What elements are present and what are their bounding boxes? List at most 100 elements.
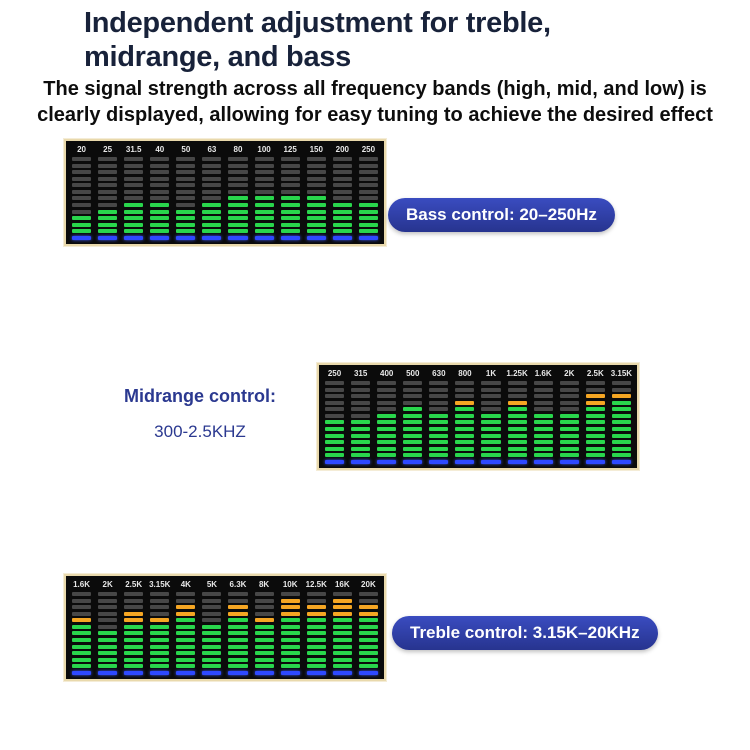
eq-column-250: 250 <box>323 368 346 464</box>
led-green-segment <box>150 664 170 669</box>
led-green-segment <box>455 453 475 458</box>
led-green-segment <box>176 229 196 234</box>
led-off-segment <box>611 387 631 392</box>
eq-column-4K: 4K <box>174 579 197 675</box>
led-green-segment <box>559 446 579 451</box>
led-green-segment <box>176 644 196 649</box>
led-orange-segment <box>280 605 300 610</box>
led-orange-segment <box>455 400 475 405</box>
led-green-segment <box>325 420 345 425</box>
eq-column-315: 315 <box>349 368 372 464</box>
led-off-segment <box>351 394 371 399</box>
led-green-segment <box>98 638 118 643</box>
led-orange-segment <box>228 605 248 610</box>
led-off-segment <box>72 163 92 168</box>
led-green-segment <box>280 618 300 623</box>
led-green-segment <box>481 433 501 438</box>
led-green-segment <box>611 427 631 432</box>
led-off-segment <box>72 203 92 208</box>
led-off-segment <box>377 400 397 405</box>
eq-column-1.6K: 1.6K <box>532 368 555 464</box>
led-green-segment <box>377 433 397 438</box>
led-orange-segment <box>124 611 144 616</box>
led-blue-segment <box>202 670 222 675</box>
led-off-segment <box>358 598 378 603</box>
led-off-segment <box>202 176 222 181</box>
led-green-segment <box>377 440 397 445</box>
led-off-segment <box>481 407 501 412</box>
led-green-segment <box>533 427 553 432</box>
led-green-segment <box>228 618 248 623</box>
led-off-segment <box>280 170 300 175</box>
led-stack <box>375 380 398 464</box>
led-green-segment <box>228 638 248 643</box>
led-green-segment <box>332 222 352 227</box>
led-green-segment <box>306 657 326 662</box>
led-green-segment <box>150 657 170 662</box>
led-off-segment <box>481 400 501 405</box>
led-green-segment <box>351 420 371 425</box>
led-off-segment <box>377 381 397 385</box>
led-green-segment <box>124 657 144 662</box>
led-off-segment <box>351 400 371 405</box>
led-stack <box>349 380 372 464</box>
led-off-segment <box>306 183 326 188</box>
led-off-segment <box>254 605 274 610</box>
led-off-segment <box>507 381 527 385</box>
led-green-segment <box>455 420 475 425</box>
led-green-segment <box>332 229 352 234</box>
led-off-segment <box>429 400 449 405</box>
led-green-segment <box>150 651 170 656</box>
led-off-segment <box>124 157 144 161</box>
led-green-segment <box>254 651 274 656</box>
eq-column-20: 20 <box>70 144 93 240</box>
led-green-segment <box>325 427 345 432</box>
led-green-segment <box>254 664 274 669</box>
led-green-segment <box>507 440 527 445</box>
frequency-label: 80 <box>233 145 243 154</box>
led-green-segment <box>611 407 631 412</box>
led-off-segment <box>533 400 553 405</box>
led-green-segment <box>176 209 196 214</box>
led-orange-segment <box>150 618 170 623</box>
led-green-segment <box>202 216 222 221</box>
led-off-segment <box>150 170 170 175</box>
led-off-segment <box>98 618 118 623</box>
led-off-segment <box>98 611 118 616</box>
led-off-segment <box>585 381 605 385</box>
led-green-segment <box>358 624 378 629</box>
led-green-segment <box>176 664 196 669</box>
led-off-segment <box>332 592 352 596</box>
led-green-segment <box>150 624 170 629</box>
led-green-segment <box>358 229 378 234</box>
frequency-label: 1.6K <box>73 580 90 589</box>
led-blue-segment <box>358 670 378 675</box>
led-green-segment <box>176 651 196 656</box>
led-green-segment <box>403 427 423 432</box>
led-green-segment <box>124 631 144 636</box>
led-green-segment <box>254 624 274 629</box>
led-blue-segment <box>124 235 144 240</box>
frequency-label: 50 <box>181 145 191 154</box>
led-green-segment <box>306 664 326 669</box>
led-orange-segment <box>585 400 605 405</box>
led-orange-segment <box>176 605 196 610</box>
frequency-label: 1K <box>485 369 497 378</box>
led-off-segment <box>280 157 300 161</box>
led-stack <box>357 591 380 675</box>
led-off-segment <box>507 394 527 399</box>
led-off-segment <box>98 196 118 201</box>
led-green-segment <box>176 657 196 662</box>
led-off-segment <box>429 394 449 399</box>
led-off-segment <box>332 189 352 194</box>
led-off-segment <box>150 189 170 194</box>
led-off-segment <box>202 183 222 188</box>
led-off-segment <box>98 163 118 168</box>
led-off-segment <box>124 170 144 175</box>
led-green-segment <box>72 651 92 656</box>
eq-column-800: 800 <box>453 368 476 464</box>
led-off-segment <box>176 163 196 168</box>
led-green-segment <box>481 440 501 445</box>
eq-column-20K: 20K <box>357 579 380 675</box>
